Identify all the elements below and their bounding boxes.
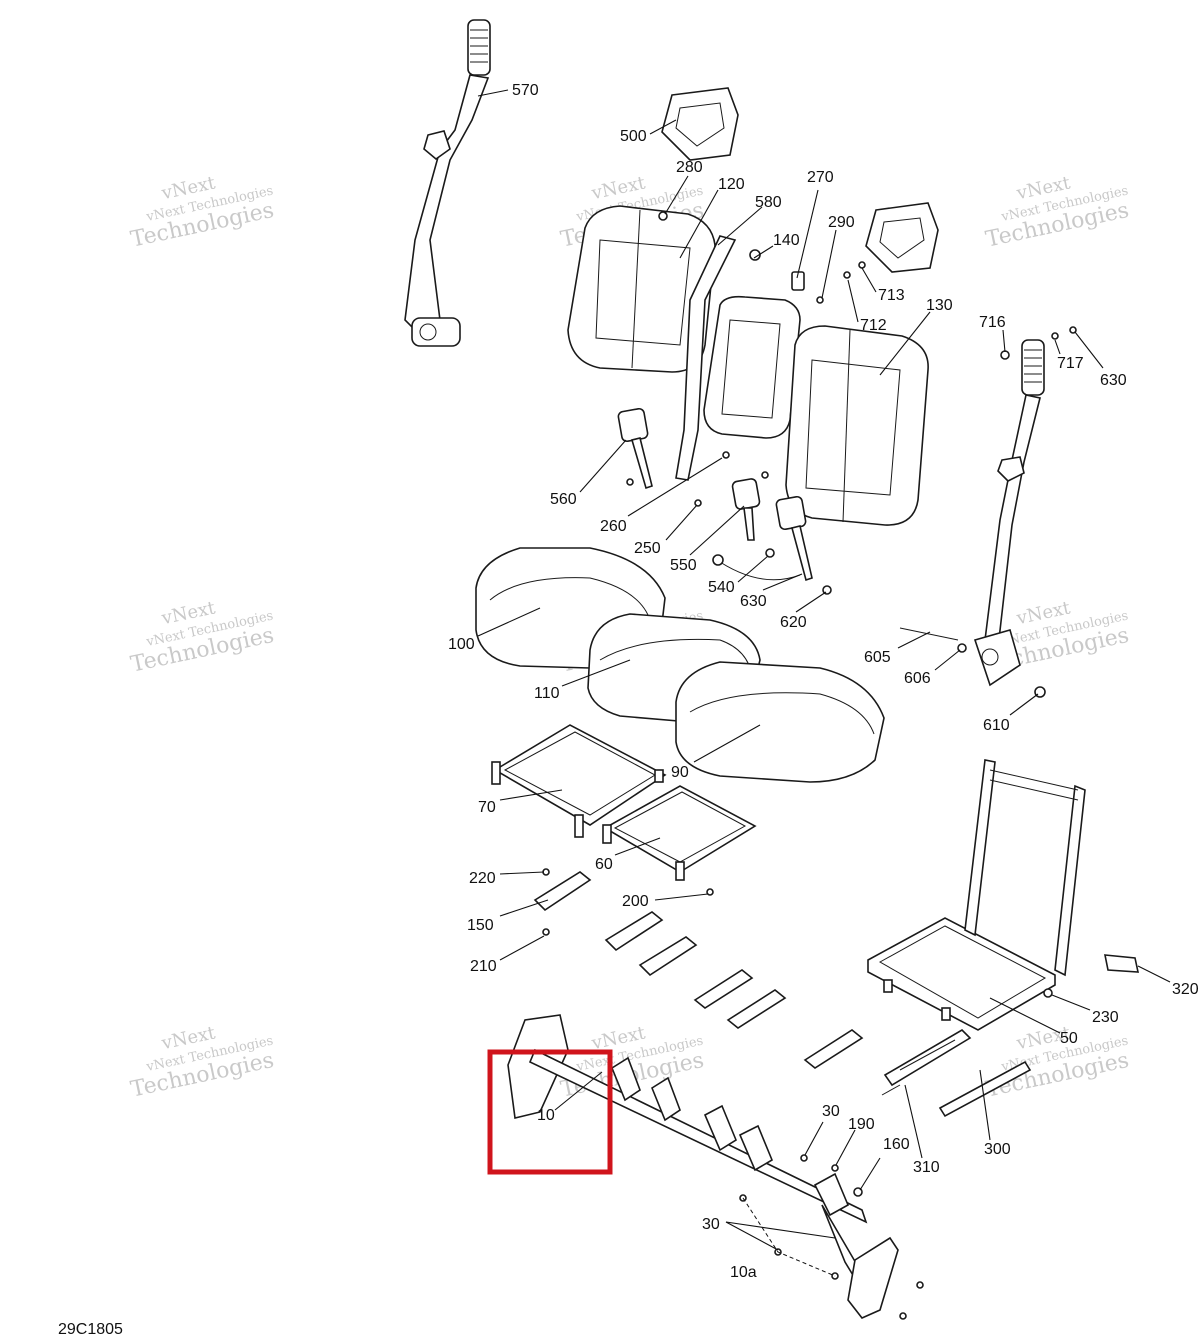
headrest-left bbox=[661, 87, 739, 161]
callout-605: 605 bbox=[864, 649, 891, 666]
slide-rail-300 bbox=[938, 1060, 1032, 1118]
callout-90: 90 bbox=[671, 764, 689, 781]
callout-260: 260 bbox=[600, 518, 627, 535]
belt-height-adjuster bbox=[467, 19, 491, 76]
cushion-frame-60 bbox=[602, 785, 757, 881]
callouts: 570 500 280 120 580 270 290 140 713 712 … bbox=[448, 82, 1199, 1281]
callout-150: 150 bbox=[467, 917, 494, 934]
callout-100: 100 bbox=[448, 636, 475, 653]
callout-30-upper: 30 bbox=[822, 1103, 840, 1120]
callout-250: 250 bbox=[634, 540, 661, 557]
pin-230 bbox=[1043, 988, 1053, 998]
callout-70: 70 bbox=[478, 799, 496, 816]
callout-300: 300 bbox=[984, 1141, 1011, 1158]
callout-320: 320 bbox=[1172, 981, 1199, 998]
callout-230: 230 bbox=[1092, 1009, 1119, 1026]
watermark: vNext vNext Technologies Technologies bbox=[129, 1022, 277, 1102]
seat-back-center bbox=[703, 295, 801, 439]
callout-160: 160 bbox=[883, 1136, 910, 1153]
center-belt-webbing bbox=[675, 235, 737, 481]
callout-280: 280 bbox=[676, 159, 703, 176]
watermark: vNext vNext Technologies Technologies bbox=[129, 597, 277, 677]
cushion-frame-70 bbox=[491, 724, 667, 838]
headrest-right bbox=[865, 202, 939, 273]
buckle-540 bbox=[712, 495, 832, 595]
callout-560: 560 bbox=[550, 491, 577, 508]
callout-630-lower: 630 bbox=[740, 593, 767, 610]
watermark: vNext vNext Technologies Technologies bbox=[984, 172, 1132, 252]
callout-60: 60 bbox=[595, 856, 613, 873]
callout-716: 716 bbox=[979, 314, 1006, 331]
callout-10: 10 bbox=[537, 1107, 555, 1124]
callout-110: 110 bbox=[534, 685, 560, 702]
callout-580: 580 bbox=[755, 194, 782, 211]
callout-620: 620 bbox=[780, 614, 807, 631]
buckle-550 bbox=[731, 478, 761, 541]
seat-frame-50 bbox=[867, 759, 1086, 1031]
seat-back-left bbox=[567, 205, 716, 373]
callout-120: 120 bbox=[718, 176, 745, 193]
seat-back-right bbox=[785, 325, 929, 526]
callout-630: 630 bbox=[1100, 372, 1127, 389]
callout-570: 570 bbox=[512, 82, 539, 99]
callout-200: 200 bbox=[622, 893, 649, 910]
seat-base-frame-10 bbox=[507, 1014, 924, 1320]
callout-717: 717 bbox=[1057, 355, 1084, 372]
bracket-320 bbox=[1104, 954, 1140, 973]
callout-50: 50 bbox=[1060, 1030, 1078, 1047]
belt-webbing bbox=[404, 74, 490, 337]
callout-140: 140 bbox=[773, 232, 800, 249]
callout-610: 610 bbox=[983, 717, 1010, 734]
watermark: vNext vNext Technologies Technologies bbox=[129, 172, 277, 252]
seat-sliders bbox=[533, 868, 864, 1069]
callout-310: 310 bbox=[913, 1159, 940, 1176]
diagram-code: 29C1805 bbox=[58, 1321, 123, 1338]
callout-500: 500 bbox=[620, 128, 647, 145]
leader-lines bbox=[477, 89, 1171, 1251]
right-seat-belt-assembly bbox=[899, 339, 1046, 698]
callout-30-lower: 30 bbox=[702, 1216, 720, 1233]
callout-606: 606 bbox=[904, 670, 931, 687]
belt-guide bbox=[423, 130, 451, 161]
callout-290: 290 bbox=[828, 214, 855, 231]
callout-712: 712 bbox=[860, 317, 887, 334]
callout-210: 210 bbox=[470, 958, 497, 975]
callout-220: 220 bbox=[469, 870, 496, 887]
callout-550: 550 bbox=[670, 557, 697, 574]
buckle-560 bbox=[617, 407, 653, 490]
seat-cushion-right bbox=[675, 661, 885, 783]
callout-10a: 10a bbox=[730, 1264, 757, 1281]
callout-190: 190 bbox=[848, 1116, 875, 1133]
callout-130: 130 bbox=[926, 297, 953, 314]
callout-540: 540 bbox=[708, 579, 735, 596]
slide-rail-310 bbox=[881, 1028, 972, 1096]
callout-713: 713 bbox=[878, 287, 905, 304]
highlight-box bbox=[487, 1049, 613, 1175]
left-seat-belt-assembly bbox=[404, 19, 491, 347]
callout-270: 270 bbox=[807, 169, 834, 186]
